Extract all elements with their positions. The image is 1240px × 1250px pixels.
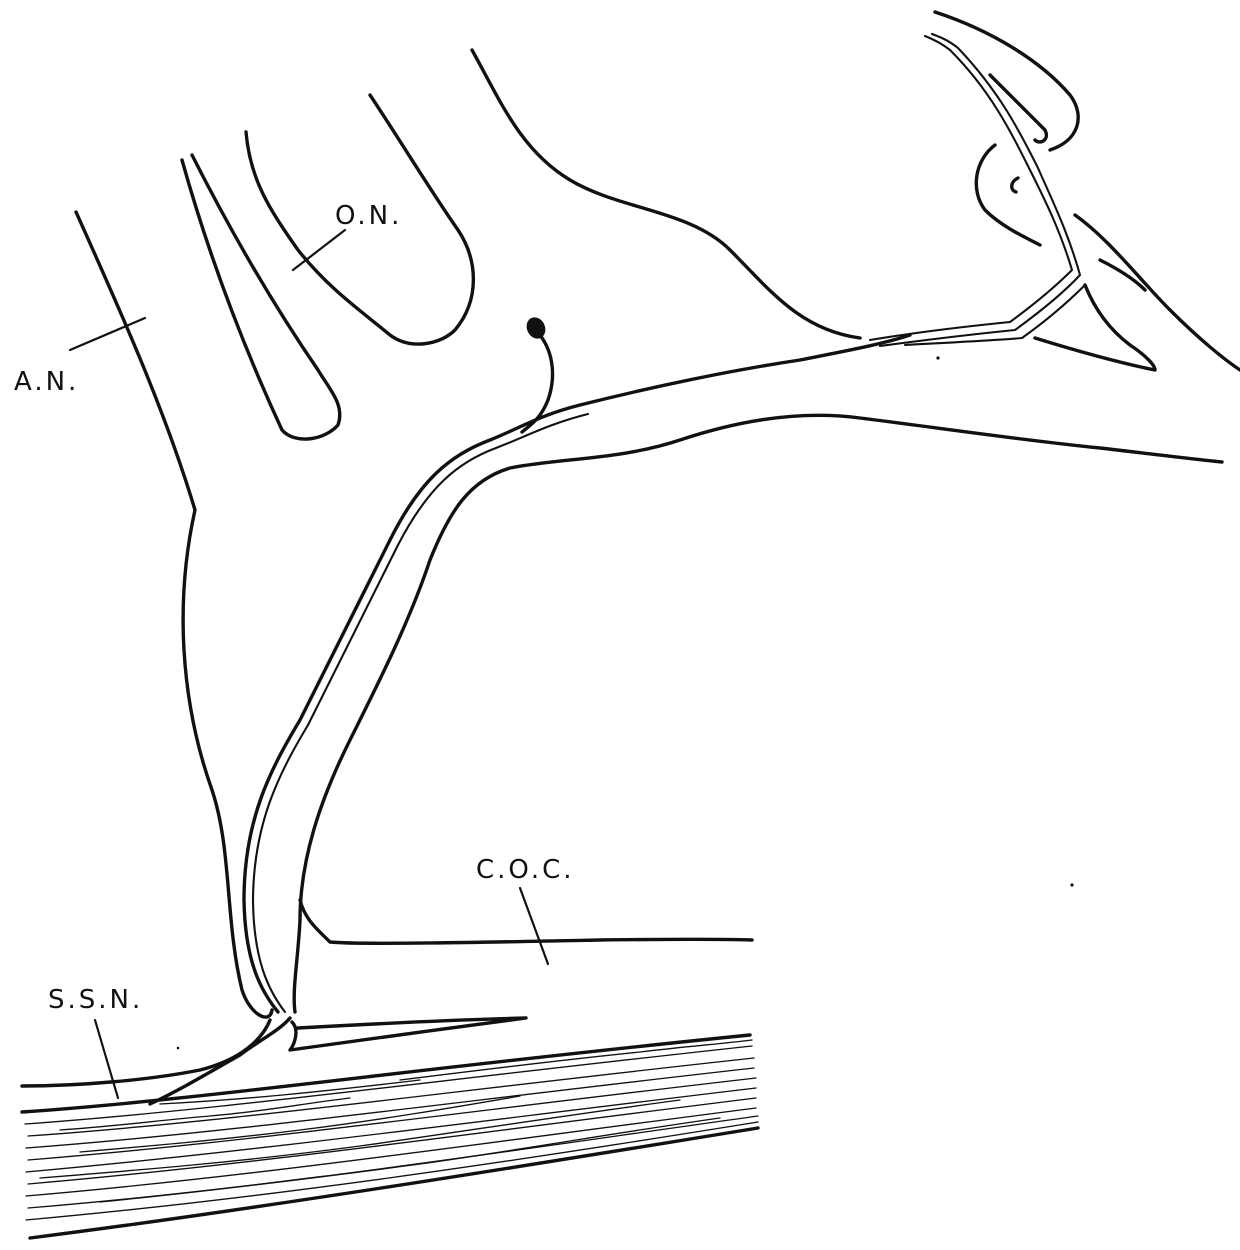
bulb: [523, 314, 549, 342]
ssn-wedge: [290, 1018, 526, 1050]
right-nerve-outer: [870, 36, 1072, 340]
on-label: O.N.: [335, 201, 402, 231]
right-wedge-lower: [1035, 285, 1155, 370]
ssn-lower-edge: [150, 1018, 290, 1104]
coc-leader: [520, 888, 548, 964]
ssn-upper-edge: [22, 1020, 270, 1086]
speck: [1070, 883, 1073, 886]
upper-dorsal-contour: [472, 50, 860, 338]
an-label: A.N.: [14, 367, 79, 397]
right-wedge-upper: [1075, 215, 1240, 370]
ssn-label: S.S.N.: [48, 985, 143, 1015]
narrow-lobe: [182, 155, 340, 439]
ssn-leader: [95, 1020, 118, 1098]
top-right-loop: [976, 145, 1040, 245]
right-nerve-lower: [905, 285, 1085, 345]
coc-label: C.O.C.: [476, 855, 575, 885]
top-right-hook: [935, 12, 1078, 150]
fiber-bundle: [22, 1035, 758, 1238]
speck: [177, 1047, 180, 1050]
speck: [936, 356, 939, 359]
on-leader: [293, 230, 345, 270]
top-right-small-c: [1012, 178, 1018, 192]
commissure-lower-contour: [294, 415, 1222, 1012]
commissure-upper-contour: [244, 335, 910, 1012]
right-nerve-inner: [880, 34, 1080, 346]
